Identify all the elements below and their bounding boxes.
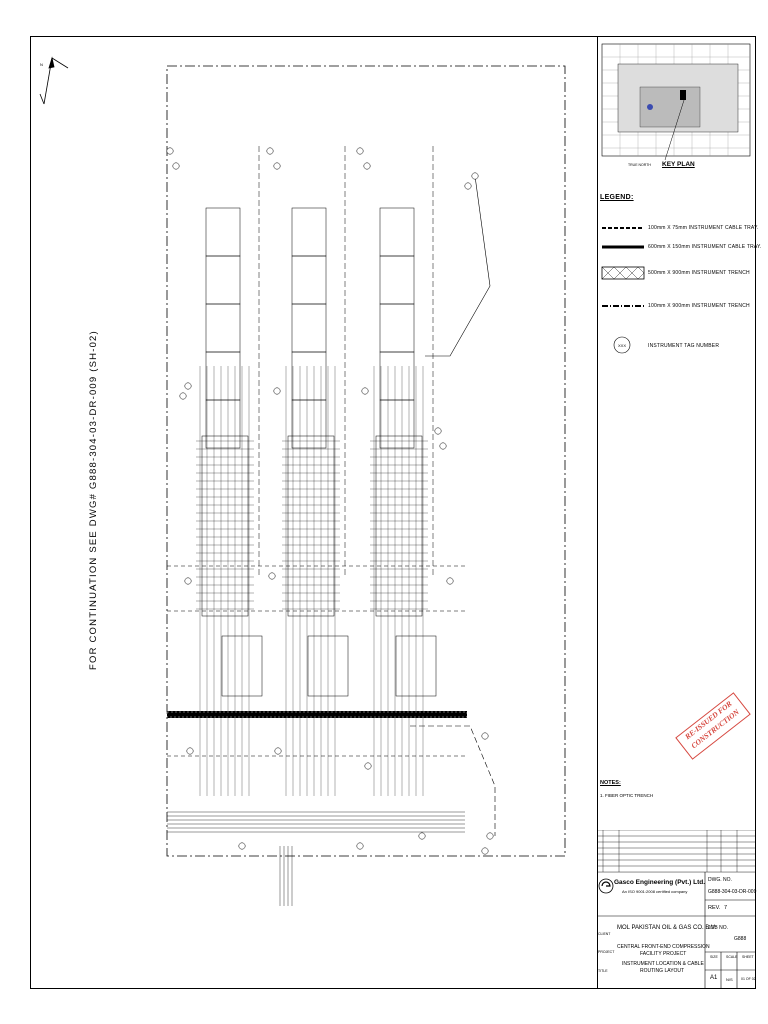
instrument-tag-bubble — [273, 387, 281, 395]
title-label: TITLE — [598, 969, 608, 973]
client-label: CLIENT — [598, 932, 611, 936]
instrument-tag-bubble — [166, 147, 174, 155]
project-label: PROJECT — [598, 950, 615, 954]
scale-label: SCALE — [726, 955, 738, 959]
key-plan — [601, 43, 751, 160]
instrument-tag-bubble — [184, 577, 192, 585]
note-item: 1. FIBER OPTIC TRENCH — [600, 793, 654, 798]
instrument-tag-bubble — [481, 847, 489, 855]
main-cable-tray — [167, 711, 467, 718]
instrument-tag-bubble — [364, 762, 372, 770]
svg-text:XXX: XXX — [618, 343, 626, 348]
title-block-column — [597, 36, 756, 989]
drawing-area: N — [39, 56, 566, 906]
company-tagline: An ISO 9001:2008 certified company — [622, 889, 688, 894]
legend-title: LEGEND: — [600, 194, 634, 201]
instrument-tag-bubble — [434, 427, 442, 435]
instrument-tag-bubble — [361, 387, 369, 395]
title-line-2: ROUTING LAYOUT — [640, 968, 685, 974]
instrument-tag-bubble — [268, 572, 276, 580]
sheet-value: 01 OF 02 — [741, 977, 756, 981]
rev-number: 7 — [724, 905, 728, 911]
legend-symbols: XXX — [601, 227, 645, 354]
project-line-2: FACILITY PROJECT — [640, 951, 687, 957]
key-plan-north-label: TRUE NORTH — [628, 163, 651, 167]
instrument-tag-bubble — [356, 842, 364, 850]
dwg-no-label: DWG. NO. — [708, 877, 732, 883]
instrument-tag-bubble — [446, 577, 454, 585]
job-no-label: JOB NO. — [708, 925, 729, 931]
size-label: SIZE — [710, 955, 718, 959]
sheet-label: SHEET — [742, 955, 754, 959]
rev-label: REV. — [708, 905, 721, 911]
instrument-tag-bubble — [471, 172, 479, 180]
continuation-note: FOR CONTINUATION SEE DWG# G888-304-03-DR… — [88, 330, 99, 670]
instrument-tag-bubble — [439, 442, 447, 450]
compressor-train — [370, 146, 437, 796]
title-line-1: INSTRUMENT LOCATION & CABLE — [622, 961, 704, 967]
instrument-tag-bubble — [481, 732, 489, 740]
title-block-grid — [597, 872, 756, 989]
instrument-tag-bubble — [363, 162, 371, 170]
revision-table — [597, 830, 756, 872]
company-logo-icon — [598, 878, 614, 894]
key-plan-label: KEY PLAN — [662, 161, 695, 168]
legend-symbol-tag-bubble — [613, 336, 631, 354]
instrument-tag-bubble — [274, 747, 282, 755]
plot-boundary — [166, 65, 566, 857]
drawing-sheet-border — [30, 36, 756, 989]
legend-item-large-trench: 500mm X 900mm INSTRUMENT TRENCH — [648, 270, 750, 276]
instrument-tag-bubble — [418, 832, 426, 840]
instrument-tag-bubble — [266, 147, 274, 155]
instrument-tag-bubble — [172, 162, 180, 170]
bottom-pipe-rack — [167, 811, 465, 906]
compressor-train — [282, 146, 349, 796]
svg-text:N: N — [40, 62, 43, 67]
legend-symbol-trench — [601, 266, 645, 280]
north-arrow-icon: N — [39, 56, 69, 105]
instrument-tag-bubble — [464, 182, 472, 190]
instrument-tag-bubble — [184, 382, 192, 390]
dwg-no: G888-304-03-DR-009 — [708, 889, 757, 895]
instrument-tag-bubble — [486, 832, 494, 840]
job-no: G888 — [734, 936, 747, 942]
legend-item-tag-number: INSTRUMENT TAG NUMBER — [648, 343, 720, 349]
instrument-tag-bubble — [179, 392, 187, 400]
scale-value: N/S — [726, 977, 733, 982]
size-value: A1 — [710, 975, 718, 981]
instrument-tag-bubble — [238, 842, 246, 850]
project-line-1: CENTRAL FRONT-END COMPRESSION — [617, 944, 710, 950]
cable-route-lines — [167, 175, 496, 836]
client-name: MOL PAKISTAN OIL & GAS CO. B.V. — [617, 925, 717, 931]
compressor-train — [196, 146, 263, 796]
legend-item-small-tray: 100mm X 75mm INSTRUMENT CABLE TRAY. — [648, 225, 759, 231]
legend-item-small-trench: 100mm X 900mm INSTRUMENT TRENCH — [648, 303, 750, 309]
instrument-tag-bubble — [273, 162, 281, 170]
company-name: Gasco Engineering (Pvt.) Ltd. — [614, 879, 706, 886]
legend-item-large-tray: 600mm X 150mm INSTRUMENT CABLE TRAY. — [648, 244, 762, 250]
instrument-tag-bubble — [356, 147, 364, 155]
notes-title: NOTES: — [600, 780, 621, 786]
instrument-tag-bubble — [186, 747, 194, 755]
